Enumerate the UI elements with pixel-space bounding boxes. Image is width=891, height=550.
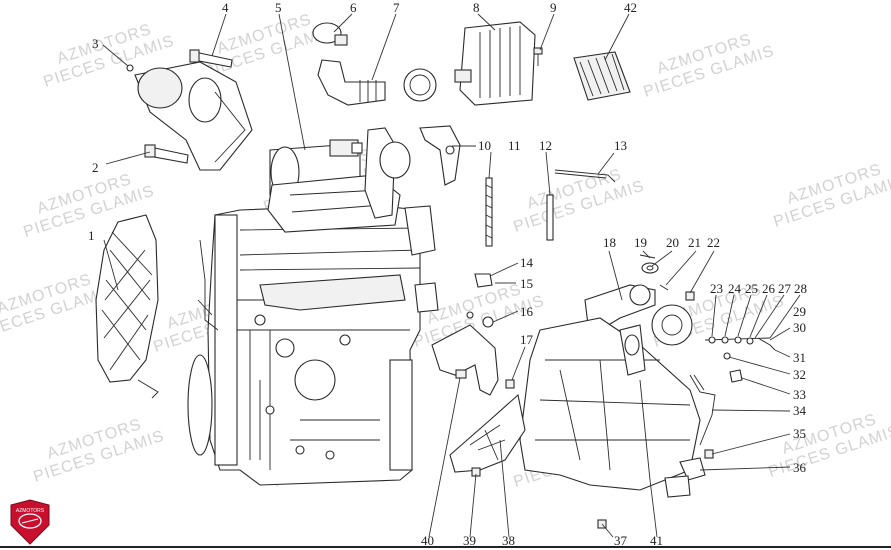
part-34-shift-lever xyxy=(689,374,716,446)
part-thermostat-housing xyxy=(651,304,776,351)
part-33-clip xyxy=(729,369,743,383)
callout-35: 35 xyxy=(793,426,806,441)
callout-25: 25 xyxy=(745,281,758,296)
part-16-sensor xyxy=(466,311,494,328)
callout-8: 8 xyxy=(473,0,480,15)
part-22-bolt xyxy=(685,291,695,301)
callout-19: 19 xyxy=(634,235,647,250)
callout-1: 1 xyxy=(88,228,95,243)
callout-30: 30 xyxy=(793,320,806,335)
callout-10: 10 xyxy=(478,138,491,153)
part-36-speed-sensor xyxy=(664,457,706,498)
callout-24: 24 xyxy=(728,281,742,296)
callout-12: 12 xyxy=(539,138,552,153)
callout-21: 21 xyxy=(688,235,701,250)
azmotors-logo: AZMOTORS xyxy=(10,499,50,545)
part-21-pin xyxy=(659,284,669,291)
callout-3: 3 xyxy=(92,36,99,51)
callout-38: 38 xyxy=(502,533,515,548)
callout-15: 15 xyxy=(520,276,533,291)
callout-17: 17 xyxy=(520,332,534,347)
callout-28: 28 xyxy=(794,281,807,296)
callout-7: 7 xyxy=(393,0,400,15)
part-7-intake-hose xyxy=(317,59,437,106)
callout-29: 29 xyxy=(793,304,806,319)
callout-33: 33 xyxy=(793,387,806,402)
part-2-bolt xyxy=(144,144,189,164)
svg-text:AZMOTORS: AZMOTORS xyxy=(16,508,45,514)
part-1-belt-cover xyxy=(95,214,159,399)
watermark-text: AZMOTORSPIECES GLAMIS xyxy=(196,5,337,80)
callout-36: 36 xyxy=(793,460,807,475)
callout-2: 2 xyxy=(92,160,99,175)
bottom-rule xyxy=(0,546,891,548)
part-4-bolt xyxy=(189,49,233,68)
part-9-screw xyxy=(533,47,543,66)
part-20-washer xyxy=(641,262,659,274)
part-19-screw xyxy=(639,254,656,259)
part-35-screw xyxy=(704,449,714,459)
callout-23: 23 xyxy=(710,281,723,296)
callout-20: 20 xyxy=(666,235,679,250)
part-17-bolt xyxy=(505,379,515,389)
callout-32: 32 xyxy=(793,367,806,382)
cylinder-head xyxy=(267,127,439,313)
callout-16: 16 xyxy=(520,304,534,319)
watermark-text: AZMOTORSPIECES GLAMIS xyxy=(26,410,167,485)
part-13-dipstick xyxy=(554,169,616,183)
callout-labels: 1 2 3 4 5 6 7 8 9 10 11 12 13 14 15 16 1… xyxy=(88,0,807,548)
callout-22: 22 xyxy=(707,235,720,250)
part-12-stud xyxy=(546,194,554,241)
part-14-clip xyxy=(474,273,493,288)
part-10-bracket xyxy=(419,125,461,186)
callout-31: 31 xyxy=(793,350,806,365)
callout-40: 40 xyxy=(421,533,434,548)
callout-42: 42 xyxy=(624,0,637,15)
watermark-text: AZMOTORSPIECES GLAMIS xyxy=(636,25,777,100)
callout-4: 4 xyxy=(222,0,229,15)
callout-5: 5 xyxy=(275,0,282,15)
callout-39: 39 xyxy=(463,533,476,548)
leader-lines xyxy=(102,13,801,538)
part-38-cover-plate xyxy=(449,393,526,473)
part-11-long-stud xyxy=(485,177,493,247)
callout-13: 13 xyxy=(614,138,627,153)
callout-37: 37 xyxy=(614,533,628,548)
callout-34: 34 xyxy=(793,403,807,418)
shield-icon xyxy=(10,499,50,545)
part-40-gasket xyxy=(431,324,499,396)
callout-18: 18 xyxy=(603,235,616,250)
callout-11: 11 xyxy=(508,138,521,153)
watermark-text: AZMOTORSPIECES GLAMIS xyxy=(761,405,891,480)
callout-6: 6 xyxy=(350,0,357,15)
callout-9: 9 xyxy=(550,0,557,15)
part-32-pin xyxy=(723,352,731,360)
part-3-starter-motor xyxy=(126,61,253,171)
callout-27: 27 xyxy=(778,281,792,296)
engine-block xyxy=(187,204,431,486)
part-18-lever-bracket xyxy=(584,284,656,331)
part-41-transmission-housing xyxy=(519,317,701,491)
callout-41: 41 xyxy=(650,533,663,548)
part-6-hose-clamp xyxy=(312,22,348,46)
part-8-air-filter-box xyxy=(454,21,536,106)
callout-26: 26 xyxy=(762,281,776,296)
callout-14: 14 xyxy=(520,255,534,270)
part-42-filter-element xyxy=(573,51,631,101)
watermark-text: AZMOTORSPIECES GLAMIS xyxy=(766,155,891,230)
